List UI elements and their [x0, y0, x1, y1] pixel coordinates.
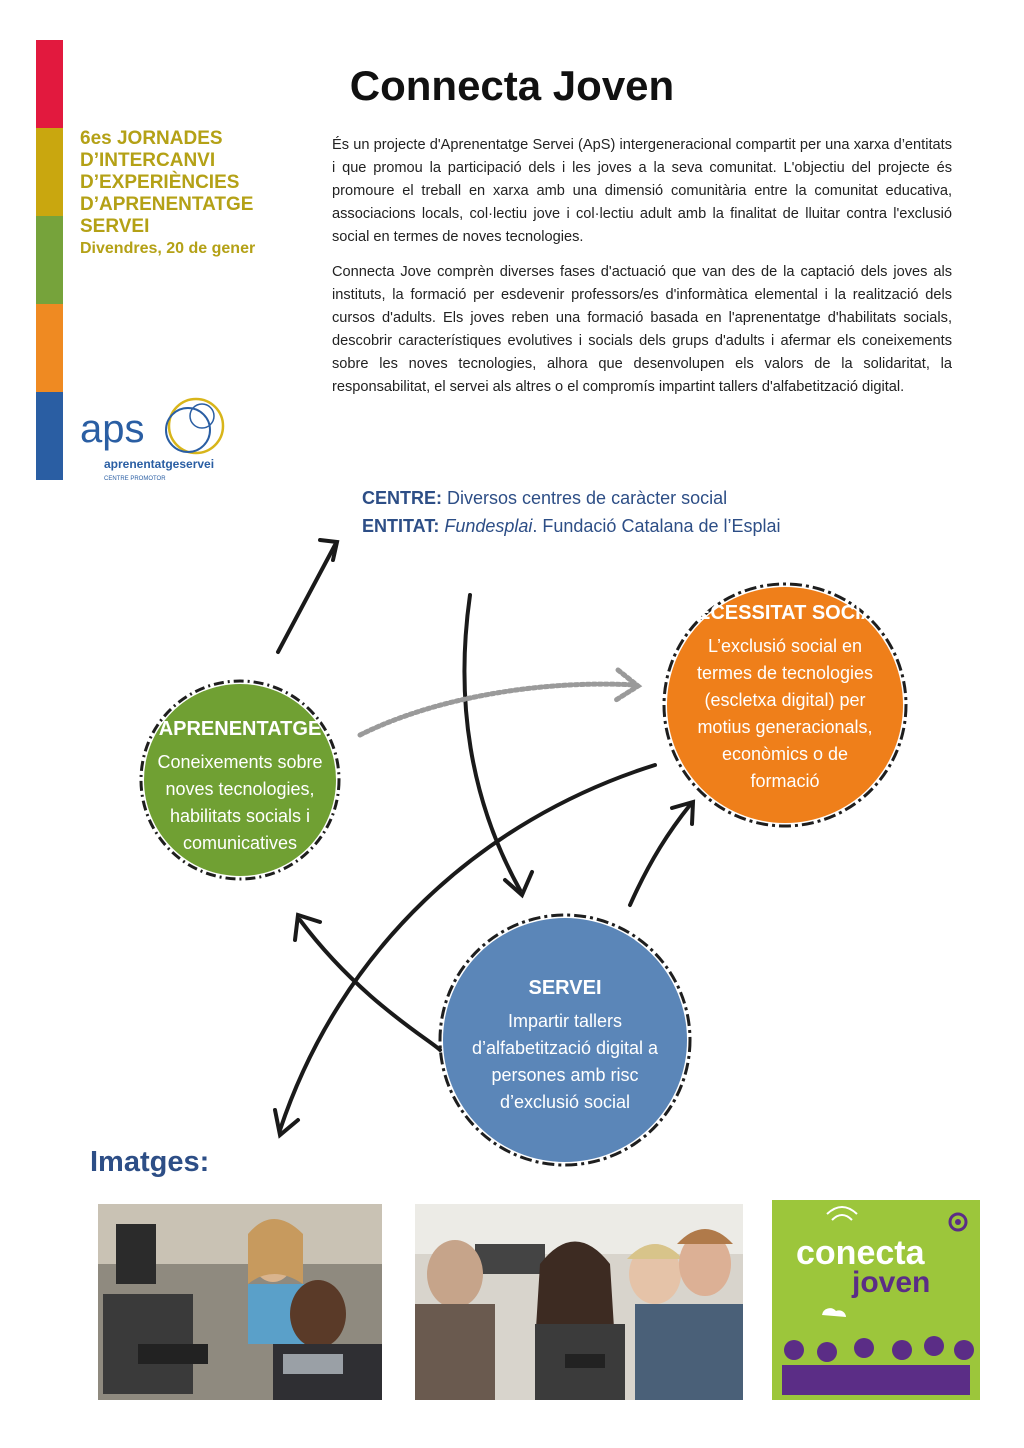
photo-women-phone: [415, 1204, 743, 1400]
entitat-rest: . Fundació Catalana de l’Esplai: [532, 516, 781, 536]
servei-line-1: Impartir tallers: [507, 1011, 623, 1031]
event-line-5: SERVEI: [80, 216, 150, 237]
servei-circle: [443, 918, 687, 1162]
necessitat-line-2: termes de tecnologies: [696, 663, 874, 683]
event-heading: 6es JORNADES D’INTERCANVI D’EXPERIÈNCIES…: [80, 128, 300, 260]
arrow-long-diagonal-head: [273, 1108, 300, 1139]
conecta-joven-logo: conecta joven: [772, 1200, 980, 1400]
arrow-down-center-head: [503, 870, 534, 899]
event-date: Divendres, 20 de gener: [80, 240, 256, 257]
arrow-long-diagonal: [278, 763, 657, 1132]
necessitat-line-4: motius generacionals,: [697, 717, 873, 737]
necessitat-line-5: econòmics o de: [721, 744, 849, 764]
aps-logo-name: aprenentatgeservei: [104, 457, 214, 471]
arrow-servei-to-necessitat-head: [670, 799, 696, 826]
conecta-logo-word-1: conecta: [796, 1234, 926, 1272]
servei-line-4: d’exclusió social: [499, 1092, 631, 1112]
aprenentatge-line-3: habilitats socials i: [169, 806, 311, 826]
aprenentatge-line-1: Coneixements sobre: [157, 752, 323, 772]
entitat-name: Fundesplai: [439, 516, 533, 536]
conecta-logo-word-2: joven: [851, 1266, 930, 1299]
gear-icon: [948, 1212, 968, 1232]
arrow-servei-to-aprenentatge-head: [293, 912, 322, 942]
aprenentatge-circle: [144, 684, 336, 876]
strip-red: [36, 40, 63, 128]
aps-logo-brand: aps: [80, 407, 145, 451]
centre-row: CENTRE: Diversos centres de caràcter soc…: [362, 484, 781, 512]
strip-blue: [36, 392, 63, 480]
aprenentatge-text: APRENENTATGE Coneixements sobre noves te…: [140, 716, 340, 857]
photo-classroom-computers: [98, 1204, 382, 1400]
necessitat-title: NECESSITAT SOCIAL: [682, 602, 888, 624]
centre-value: Diversos centres de caràcter social: [442, 488, 728, 508]
aprenentatge-title: APRENENTATGE: [158, 718, 322, 740]
aprenentatge-circle-outline: [139, 679, 341, 881]
strip-ochre: [36, 128, 63, 216]
event-line-1: 6es JORNADES: [80, 128, 223, 149]
arrow-up-left-head: [318, 538, 340, 562]
paragraph-1: És un projecte d'Aprenentatge Servei (Ap…: [332, 137, 952, 245]
necessitat-line-6: formació: [750, 771, 820, 791]
necessitat-line-3: (escletxa digital) per: [704, 690, 866, 710]
arrow-gray-head: [613, 667, 643, 703]
project-meta: CENTRE: Diversos centres de caràcter soc…: [362, 484, 781, 540]
entitat-label: ENTITAT:: [362, 516, 440, 536]
event-line-2: D’INTERCANVI: [80, 150, 216, 171]
strip-green: [36, 216, 63, 304]
aps-cycle-diagram: [139, 538, 908, 1167]
page-title: Connecta Joven: [349, 62, 675, 109]
aprenentatge-line-4: comunicatives: [182, 833, 298, 853]
arrow-gray-aprenentatge-to-necessitat: [357, 681, 638, 738]
necessitat-text: NECESSITAT SOCIAL L’exclusió social en t…: [670, 600, 900, 795]
servei-line-2: d’alfabetització digital a: [471, 1038, 659, 1058]
necessitat-circle: [667, 587, 903, 823]
arrow-servei-to-necessitat: [628, 803, 692, 907]
servei-line-3: persones amb risc: [491, 1065, 639, 1085]
aprenentatge-line-2: noves tecnologies,: [165, 779, 315, 799]
description: És un projecte d'Aprenentatge Servei (Ap…: [332, 134, 952, 411]
entitat-row: ENTITAT: Fundesplai. Fundació Catalana d…: [362, 512, 781, 540]
servei-title: SERVEI: [528, 977, 602, 999]
necessitat-line-1: L’exclusió social en: [707, 636, 863, 656]
servei-text: SERVEI Impartir tallers d’alfabetització…: [450, 975, 680, 1116]
arrow-up-left: [276, 543, 337, 654]
arrow-servei-to-aprenentatge: [298, 918, 442, 1052]
servei-circle-outline: [438, 913, 692, 1167]
arrow-down-center: [462, 593, 522, 892]
event-line-4: D’APRENENTATGE: [80, 194, 254, 215]
paragraph-2: Connecta Jove comprèn diverses fases d'a…: [332, 264, 952, 395]
event-line-3: D’EXPERIÈNCIES: [80, 172, 240, 193]
aps-logo-subtitle: CENTRE PROMOTOR: [104, 476, 166, 482]
color-strip: [36, 40, 63, 480]
aps-logo: aps aprenentatgeservei CENTRE PROMOTOR: [80, 397, 225, 482]
necessitat-circle-outline: [662, 582, 908, 828]
strip-orange: [36, 304, 63, 392]
images-heading: Imatges:: [90, 1146, 210, 1178]
centre-label: CENTRE:: [362, 488, 442, 508]
